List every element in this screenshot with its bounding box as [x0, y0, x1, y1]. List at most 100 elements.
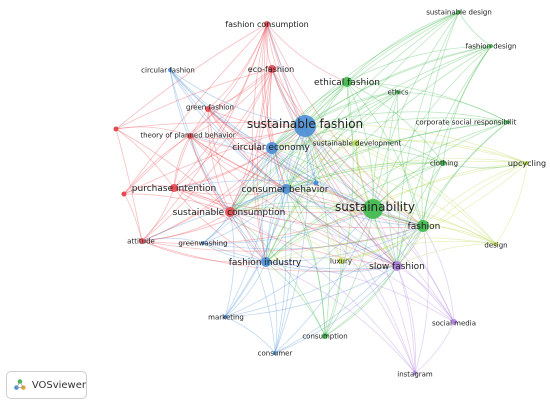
label-csr[interactable]: corporate social responsibilit [416, 118, 517, 126]
network-link [141, 225, 424, 252]
network-link [229, 211, 342, 262]
label-ethics[interactable]: ethics [388, 88, 409, 96]
node-consumption[interactable] [322, 333, 328, 339]
network-link [224, 147, 273, 318]
network-link [229, 211, 416, 374]
node-fashion-industry[interactable] [261, 257, 271, 267]
network-link [229, 147, 273, 213]
label-green-fashion[interactable]: green fashion [186, 103, 234, 111]
network-link [271, 147, 497, 245]
node-ethics[interactable] [396, 90, 400, 94]
network-link [271, 147, 374, 210]
node-sustainable-design[interactable] [457, 10, 461, 14]
network-link [396, 265, 455, 323]
node-sustainable-fashion[interactable] [294, 115, 316, 137]
network-link [396, 162, 528, 267]
network-link [271, 117, 509, 149]
node-attitude[interactable] [139, 238, 145, 244]
node-sustainable-development[interactable] [353, 140, 359, 146]
label-marketing[interactable]: marketing [208, 313, 244, 321]
network-link [189, 135, 424, 227]
node-unlabeled[interactable] [113, 126, 119, 132]
label-sustainable-consumption[interactable]: sustainable consumption [173, 208, 286, 218]
label-slow-fashion[interactable]: slow fashion [369, 262, 425, 272]
label-fashion-consumption[interactable]: fashion consumption [225, 20, 308, 29]
node-design[interactable] [494, 242, 498, 246]
network-link [422, 162, 528, 227]
node-instagram[interactable] [413, 371, 417, 375]
label-design[interactable]: design [484, 241, 507, 249]
label-consumer-behavior[interactable]: consumer behavior [242, 185, 329, 195]
label-ethical-fashion[interactable]: ethical fashion [314, 78, 380, 88]
node-ethical-fashion[interactable] [342, 77, 352, 87]
label-consumption[interactable]: consumption [302, 332, 347, 340]
node-marketing[interactable] [223, 315, 227, 319]
network-link [141, 211, 231, 242]
network-link [123, 193, 231, 213]
label-sustainable-design[interactable]: sustainable design [426, 8, 492, 16]
label-luxury[interactable]: luxury [330, 257, 352, 265]
label-theory-planned-behavior[interactable]: theory of planned behavior [140, 131, 235, 139]
node-consumer-behavior[interactable] [281, 184, 291, 194]
node-luxury[interactable] [338, 258, 344, 264]
label-circular-economy[interactable]: circular economy [232, 143, 310, 153]
label-consumer[interactable]: consumer [258, 349, 293, 357]
label-eco-fashion[interactable]: eco-fashion [248, 65, 294, 74]
node-sustainability[interactable] [363, 199, 383, 219]
node-csr[interactable] [506, 120, 510, 124]
label-sustainable-development[interactable]: sustainable development [313, 139, 402, 147]
node-green-fashion[interactable] [205, 106, 211, 112]
network-link [266, 23, 424, 227]
network-link [224, 225, 424, 318]
label-greenwashing[interactable]: greenwashing [178, 239, 227, 247]
network-link [229, 205, 424, 227]
label-instagram[interactable]: instagram [397, 370, 433, 378]
network-link [304, 125, 455, 323]
label-circular-fashion[interactable]: circular fashion [141, 66, 195, 74]
node-fashion-design[interactable] [489, 44, 493, 48]
network-link [266, 23, 348, 83]
node-fashion[interactable] [417, 220, 429, 232]
node-upcycling[interactable] [525, 161, 529, 165]
label-sustainable-fashion[interactable]: sustainable fashion [247, 117, 363, 131]
network-link [173, 147, 273, 189]
node-social-media[interactable] [451, 319, 457, 325]
label-fashion-industry[interactable]: fashion industry [229, 258, 302, 268]
vosviewer-badge[interactable]: VOSviewer [6, 371, 87, 399]
node-sustainable-consumption[interactable] [225, 207, 235, 217]
node-clothing[interactable] [440, 160, 446, 166]
network-link [173, 187, 424, 229]
node-consumer[interactable] [273, 351, 277, 355]
network-link [261, 23, 273, 149]
label-social-media[interactable]: social media [432, 319, 476, 327]
network-link [285, 121, 509, 190]
label-fashion-design[interactable]: fashion design [466, 42, 517, 50]
node-circular-fashion[interactable] [168, 68, 172, 72]
node-eco-fashion[interactable] [268, 65, 276, 73]
network-link [304, 125, 444, 164]
network-link [189, 135, 267, 263]
node-slow-fashion[interactable] [392, 261, 402, 271]
network-link [202, 208, 374, 244]
node-theory-planned-behavior[interactable] [187, 133, 193, 139]
network-link [202, 242, 267, 263]
node-unlabeled[interactable] [121, 191, 127, 197]
network-link [265, 261, 326, 337]
network-link [304, 125, 330, 337]
node-greenwashing[interactable] [201, 241, 205, 245]
node-fashion-consumption[interactable] [264, 21, 270, 27]
network-link [115, 121, 306, 130]
node-purchase-intention[interactable] [170, 184, 178, 192]
network-link [346, 81, 398, 267]
label-clothing[interactable]: clothing [430, 159, 458, 167]
label-sustainability[interactable]: sustainability [335, 200, 415, 214]
label-purchase-intention[interactable]: purchase intention [132, 184, 216, 194]
label-attitude[interactable]: attitude [127, 237, 155, 245]
network-link [229, 81, 348, 213]
node-circular-economy[interactable] [266, 142, 278, 154]
network-link [229, 125, 306, 213]
node-unlabeled[interactable] [313, 180, 319, 186]
label-upcycling[interactable]: upcycling [508, 159, 546, 168]
label-fashion[interactable]: fashion [408, 222, 441, 232]
